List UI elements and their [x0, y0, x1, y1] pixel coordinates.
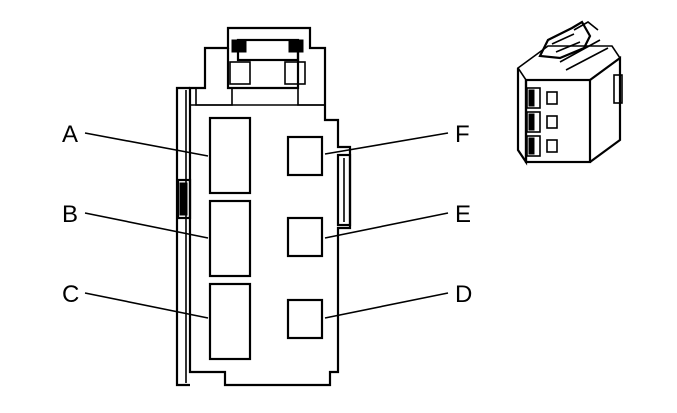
- connector-housing-inner-right: [297, 88, 325, 106]
- cavity-b: [208, 199, 252, 278]
- connector-face-view: [175, 26, 352, 387]
- leader-lines: [84, 132, 449, 319]
- connector-left-rail: [175, 86, 190, 387]
- pin-labels: A B C F E D: [62, 121, 472, 308]
- cavity-a: [208, 116, 252, 195]
- leader-line-c: [84, 292, 209, 319]
- cavity-d: [286, 298, 324, 340]
- pin-label-f: F: [455, 121, 470, 148]
- pin-label-e: E: [455, 201, 471, 228]
- pin-label-b: B: [62, 201, 78, 228]
- leader-line-e: [324, 212, 449, 239]
- connector-body-outline: [188, 26, 352, 387]
- connector-latch: [226, 38, 306, 90]
- cavity-c: [208, 282, 252, 361]
- leader-line-d: [324, 292, 449, 319]
- cavity-f: [286, 135, 324, 177]
- pin-label-a: A: [62, 121, 78, 148]
- connector-left-tab-fill: [179, 182, 188, 216]
- pin-label-d: D: [455, 281, 472, 308]
- connector-isometric-view: [516, 20, 623, 166]
- leader-line-a: [84, 132, 209, 157]
- connector-right-latch: [336, 153, 352, 227]
- cavity-e: [286, 216, 324, 258]
- leader-line-b: [84, 212, 209, 239]
- connector-housing-inner: [195, 88, 233, 106]
- pin-label-c: C: [62, 281, 79, 308]
- leader-line-f: [324, 132, 449, 155]
